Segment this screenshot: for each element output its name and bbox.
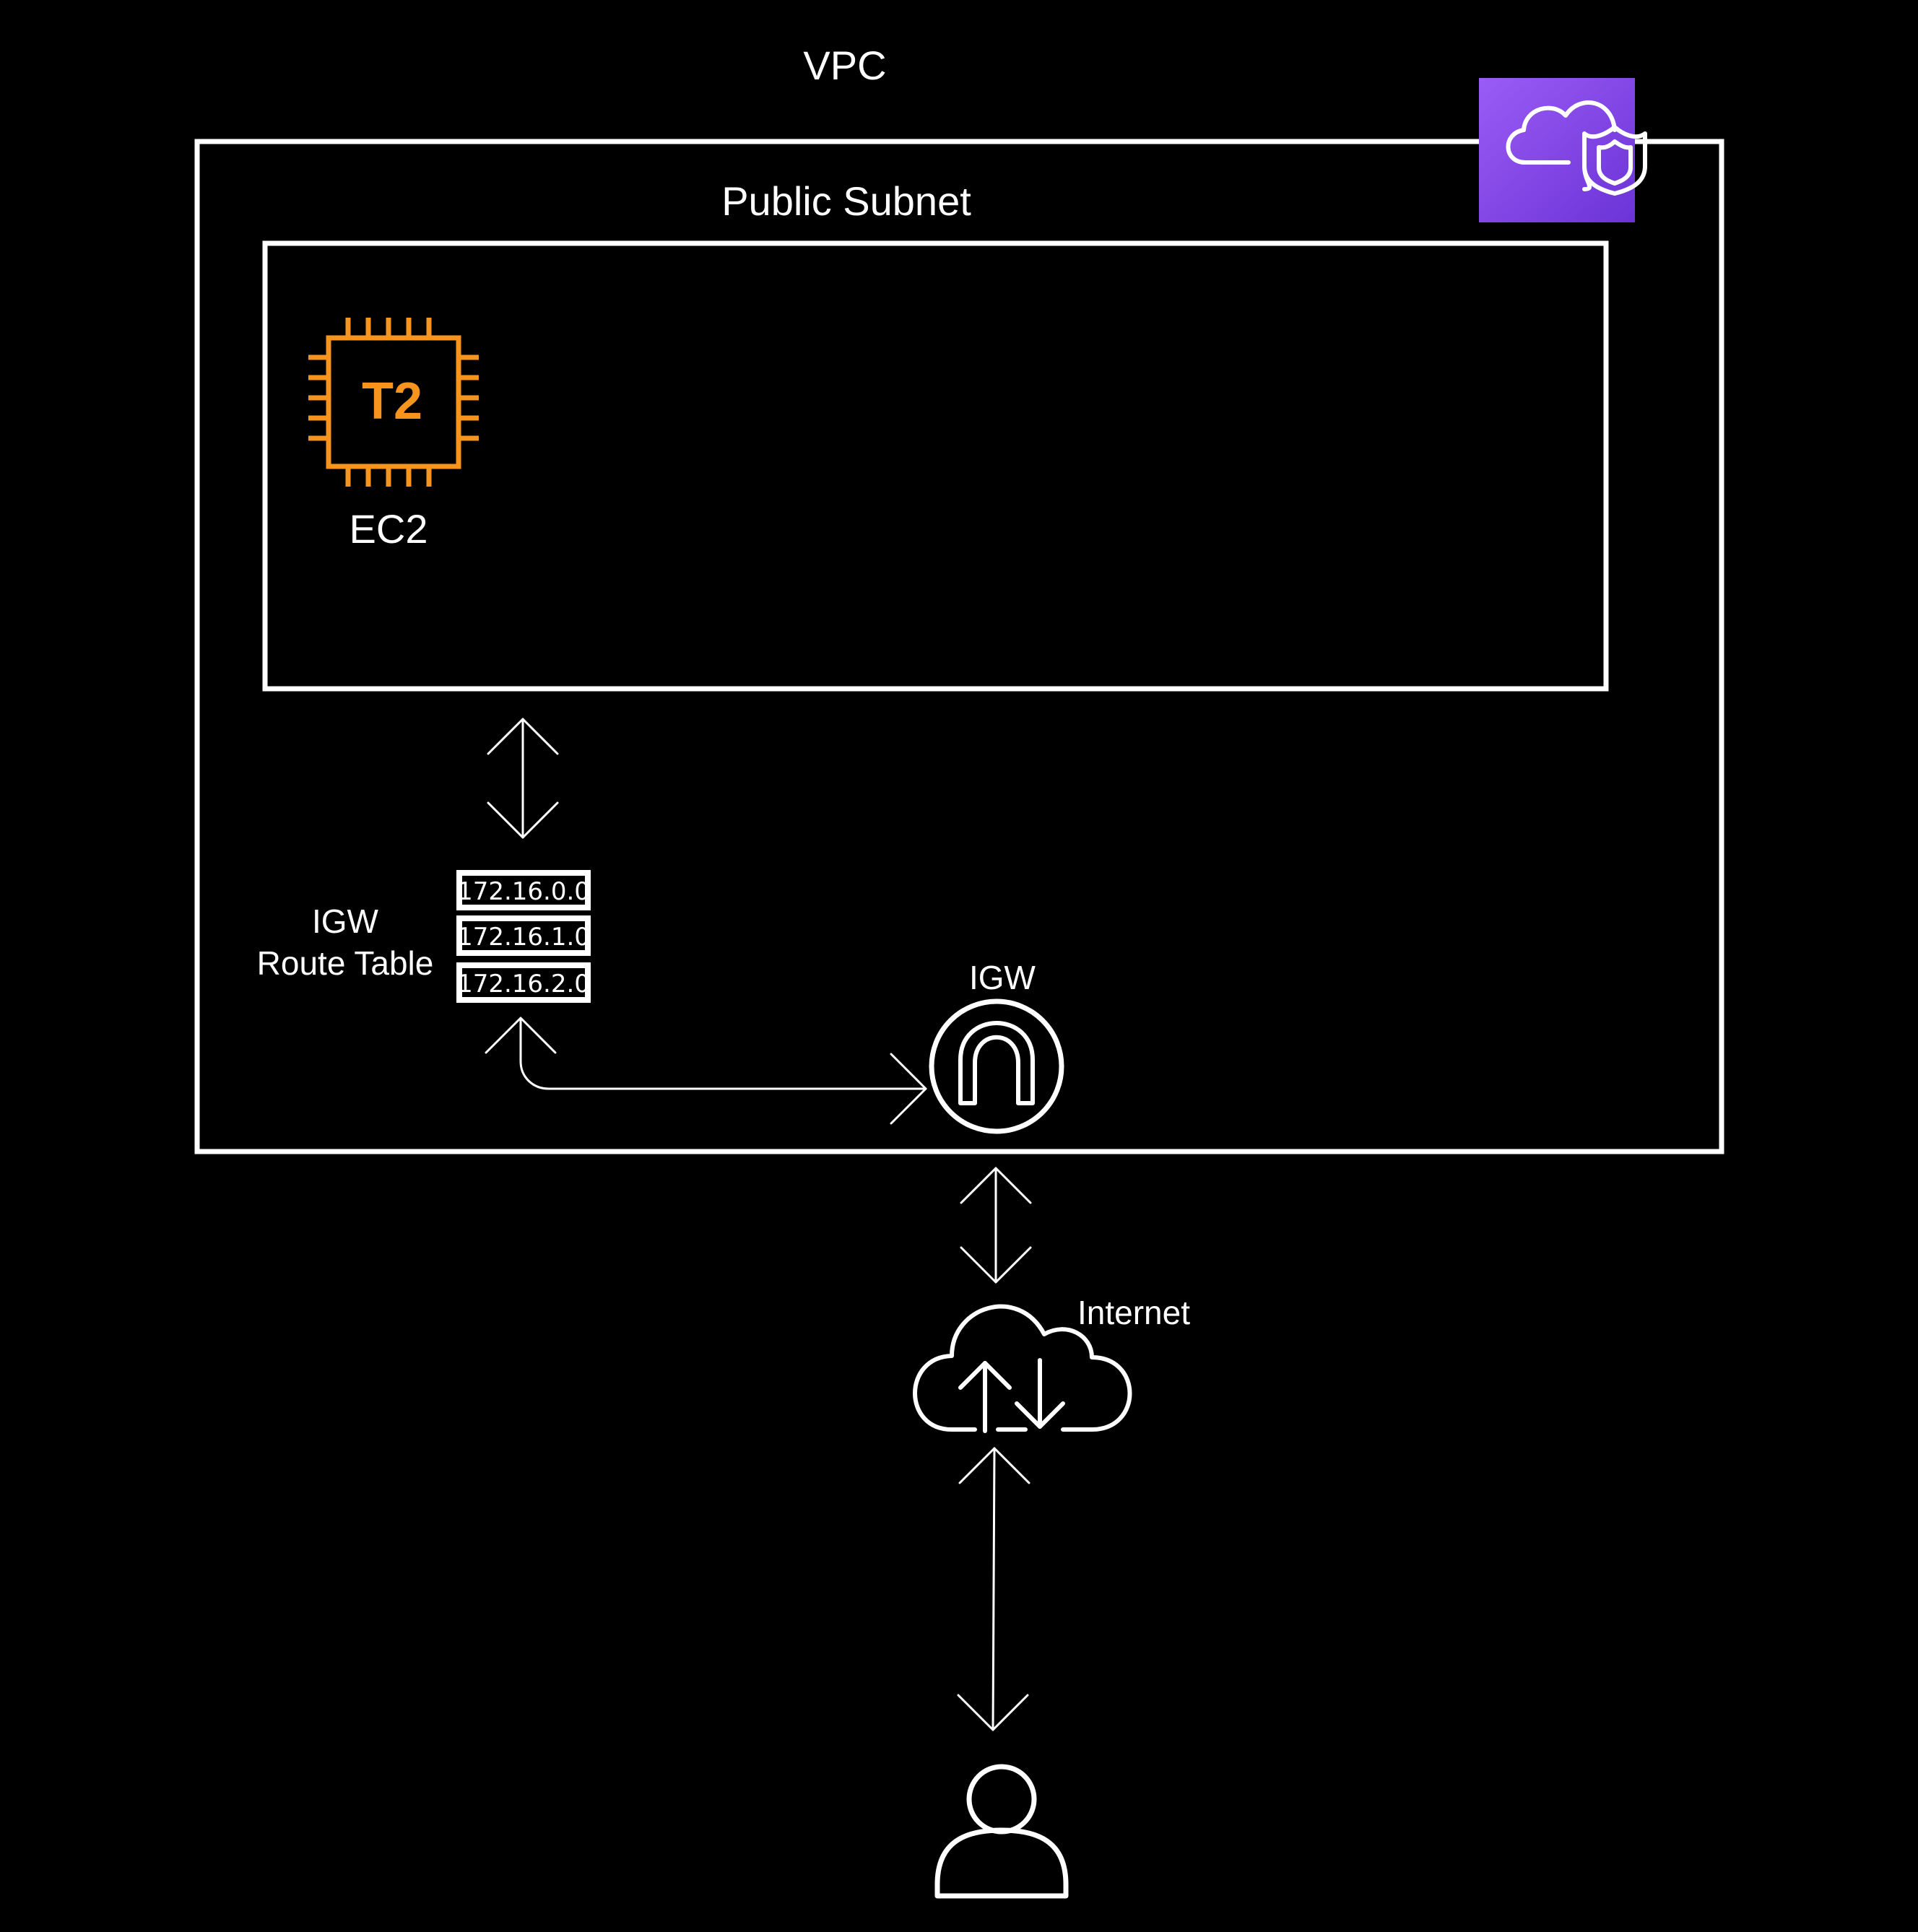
cloud-shield-icon (1506, 100, 1647, 196)
user[interactable] (934, 1764, 1069, 1899)
user-icon (934, 1764, 1069, 1899)
cloud-arrows-icon (958, 1358, 1065, 1433)
internet-user-arrow (957, 1447, 1030, 1731)
igw-label: IGW (969, 959, 1036, 996)
cloud-upload-download-icon (913, 1304, 1132, 1432)
route-table-label-line2: Route Table (257, 944, 434, 982)
vpc-boundary (194, 139, 1724, 1154)
ec2-chip-icon (308, 318, 479, 487)
ec2-label: EC2 (350, 506, 428, 552)
ec2-chip-text: T2 (362, 373, 422, 430)
ec2-instance[interactable]: T2 EC2 (308, 318, 479, 552)
route-entry-text: 172.16.0.0 (457, 877, 590, 906)
internet-label: Internet (1077, 1294, 1190, 1331)
route-table-igw-arrow (485, 1017, 927, 1125)
igw-internet-arrow (960, 1167, 1032, 1284)
vpc-badge-background (1479, 78, 1635, 222)
vpc-badge (1479, 78, 1647, 222)
internet-gateway-icon (929, 998, 1064, 1134)
subnet-label: Public Subnet (721, 178, 971, 224)
internet-cloud[interactable] (913, 1304, 1132, 1433)
vpc-label: VPC (803, 43, 886, 88)
route-table-label-line1: IGW (312, 902, 379, 940)
subnet-route-table-arrow (487, 718, 559, 839)
route-entry-text: 172.16.2.0 (457, 970, 590, 998)
public-subnet-boundary (262, 240, 1609, 692)
route-table[interactable]: 172.16.0.0 172.16.1.0 172.16.2.0 (456, 870, 591, 1003)
gateway-arch-icon (958, 1021, 1035, 1105)
route-entry-text: 172.16.1.0 (457, 923, 590, 952)
internet-gateway[interactable] (929, 998, 1064, 1134)
